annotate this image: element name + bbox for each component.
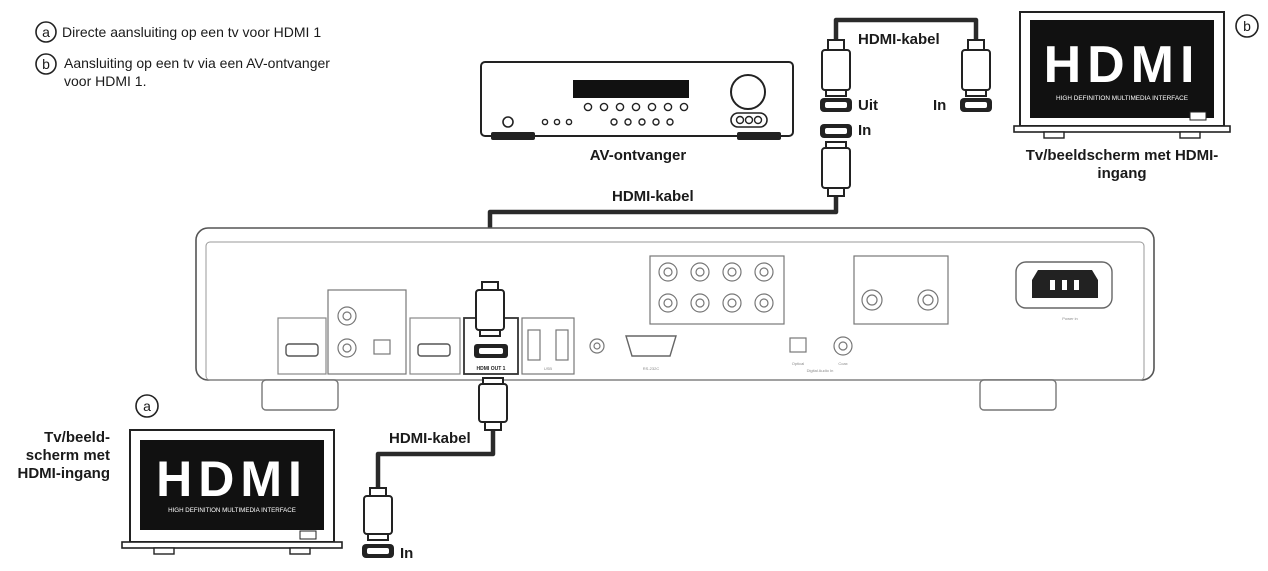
receiver-volume-knob <box>730 74 766 110</box>
receiver-label: AV-ontvanger <box>590 147 687 164</box>
tv-left-hdmi-logo-sub: HIGH DEFINITION MULTIMEDIA INTERFACE <box>168 507 296 514</box>
hdmi-plug-player-top <box>475 281 505 337</box>
player-rs232-port: RS-232C <box>625 335 677 371</box>
tv-left-caption-line1: Tv/beeld- <box>44 429 110 446</box>
player-power-label: Power in <box>1062 316 1078 321</box>
tv-right-caption-line2: ingang <box>1097 165 1146 182</box>
av-receiver: AV-ontvanger <box>480 61 794 164</box>
hdmi-plug-tv-left <box>363 487 393 541</box>
legend-badge-a <box>35 21 57 43</box>
player-multichannel-rca-block <box>649 255 785 325</box>
hdmi-plug-receiver-in <box>821 141 851 197</box>
cable-label-top: HDMI-kabel <box>858 31 940 48</box>
tv-left-hdmi-logo: HDMI <box>156 451 308 507</box>
tv-right-badge-letter: b <box>1243 18 1251 34</box>
tv-left-hdmi-port <box>362 544 394 558</box>
hdmi-plug-player-bottom <box>478 377 508 431</box>
tv-left: HDMI HIGH DEFINITION MULTIMEDIA INTERFAC… <box>121 429 343 555</box>
player-balanced-audio-block <box>853 255 949 325</box>
tv-right-hdmi-port <box>960 98 992 112</box>
receiver-power-button <box>502 116 514 128</box>
receiver-display <box>573 80 689 98</box>
receiver-buttons <box>541 102 689 126</box>
player-hdmi-out-1-label: HDMI OUT 1 <box>477 366 506 372</box>
receiver-port-out-label: Uit <box>858 97 878 114</box>
player-dc-jack <box>589 338 605 354</box>
player-optical-label: Optical <box>792 361 805 366</box>
tv-left-badge-letter: a <box>143 398 151 414</box>
cable-label-bottom: HDMI-kabel <box>389 430 471 447</box>
legend-text-a: Directe aansluiting op een tv voor HDMI … <box>62 24 321 40</box>
tv-left-caption-line3: HDMI-ingang <box>18 465 110 482</box>
tv-right-caption-line1: Tv/beeldscherm met HDMI- <box>1026 147 1219 164</box>
receiver-port-in-label: In <box>858 122 871 139</box>
player-digital-audio-in: Optical Coax Digital Audio In <box>789 336 853 373</box>
player-usb-label: USB <box>544 366 553 371</box>
legend-badge-b-letter: b <box>42 56 50 72</box>
tv-left-port-in-label: In <box>400 545 413 562</box>
player-power-inlet: Power in <box>1015 261 1113 321</box>
legend-badge-b <box>35 53 57 75</box>
player-rs232-label: RS-232C <box>643 366 660 371</box>
hdmi-plug-receiver-out <box>821 39 851 97</box>
player-digital-audio-in-label: Digital Audio In <box>807 368 834 373</box>
player-usb-ports: USB <box>521 317 575 375</box>
legend-text-b-line2: voor HDMI 1. <box>64 73 146 89</box>
tv-right-hdmi-logo: HDMI <box>1044 36 1201 94</box>
cable-label-middle: HDMI-kabel <box>612 188 694 205</box>
tv-left-screen <box>140 440 324 530</box>
tv-left-caption-line2: scherm met <box>26 447 110 464</box>
player-coax-label: Coax <box>838 361 847 366</box>
player-analog-audio-block <box>327 289 407 375</box>
tv-right-badge <box>1235 14 1259 38</box>
cable-receiver-to-tv <box>833 17 979 44</box>
cable-player-to-tv <box>375 424 496 492</box>
player-hdmi-out-2-port <box>409 317 461 375</box>
legend-badge-a-letter: a <box>42 24 50 40</box>
legend-text-b-line1: Aansluiting op een tv via een AV-ontvang… <box>64 55 330 71</box>
legend: a Directe aansluiting op een tv voor HDM… <box>35 21 330 89</box>
receiver-hdmi-in-port <box>820 124 852 138</box>
player-hdmi-in-port <box>277 317 327 375</box>
hdmi-plug-tv-right <box>961 39 991 97</box>
tv-right-hdmi-logo-sub: HIGH DEFINITION MULTIMEDIA INTERFACE <box>1056 95 1188 102</box>
tv-right-port-in-label: In <box>933 97 946 114</box>
tv-left-badge <box>135 394 159 418</box>
tv-right: HDMI HIGH DEFINITION MULTIMEDIA INTERFAC… <box>1013 11 1231 182</box>
receiver-hdmi-out-port <box>820 98 852 112</box>
tv-right-screen <box>1030 20 1214 118</box>
